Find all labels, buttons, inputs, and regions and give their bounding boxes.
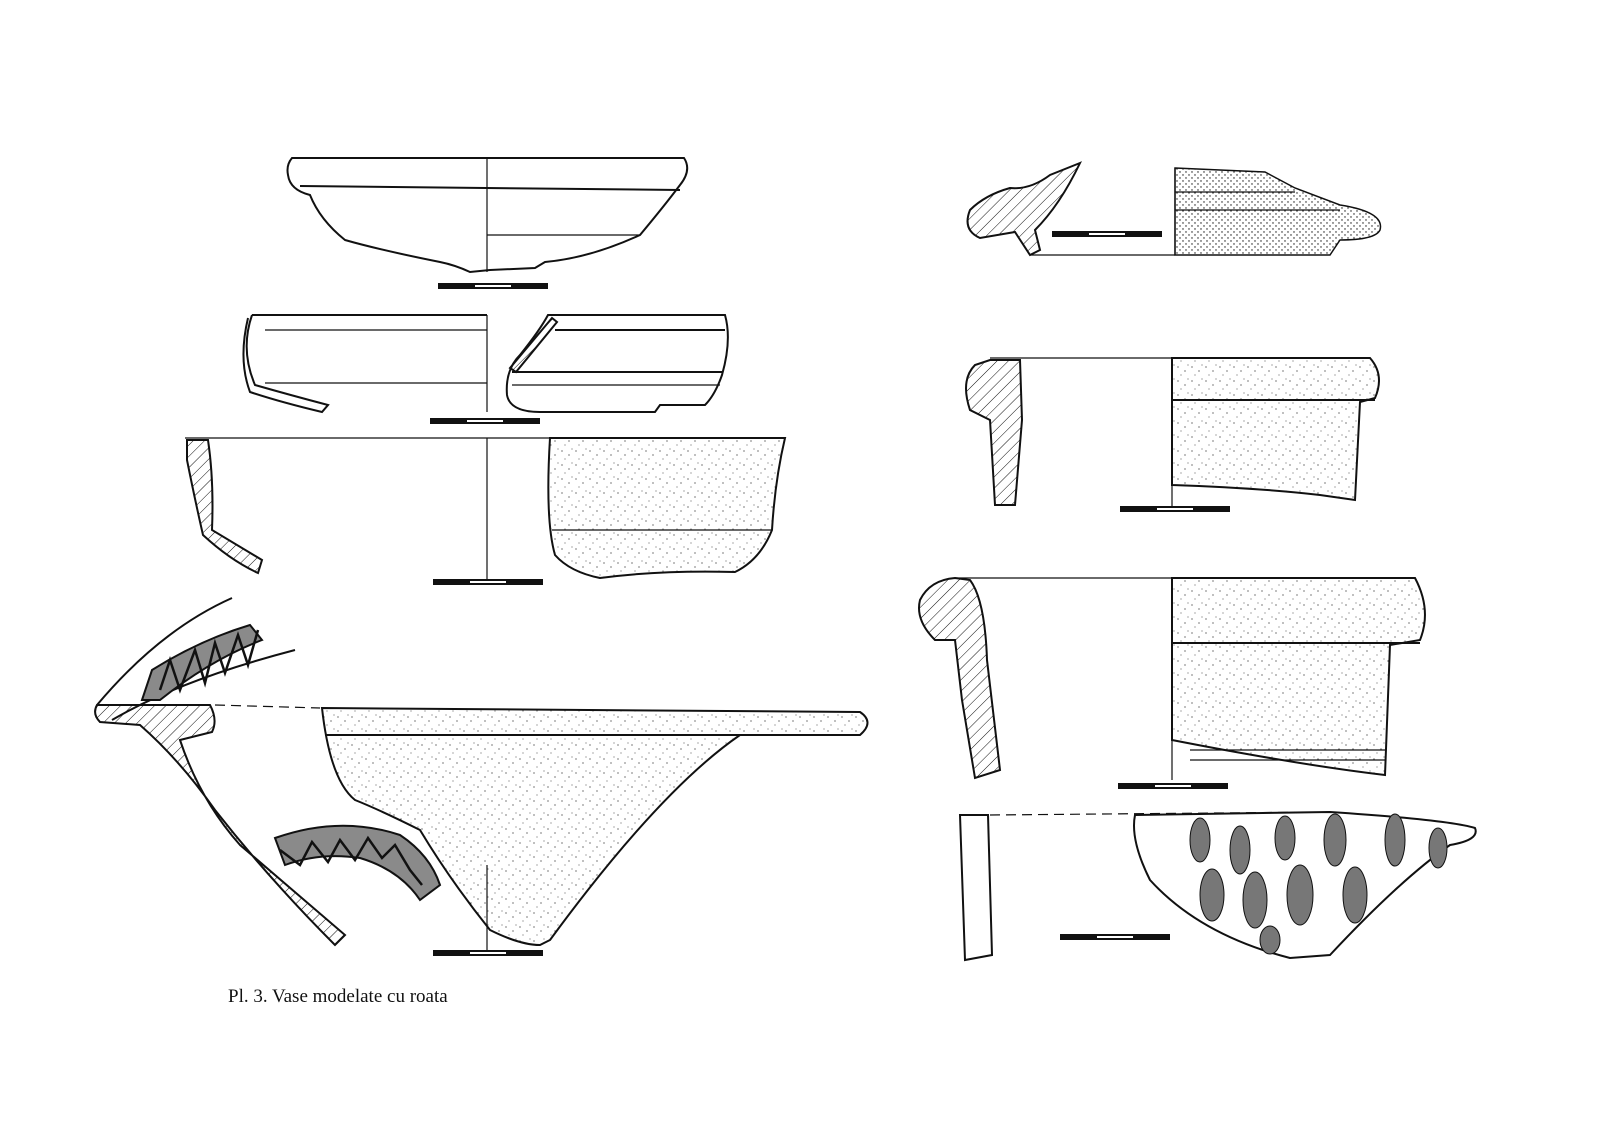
plate-caption: Pl. 3. Vase modelate cu roata [228, 986, 448, 1007]
scale-bar [433, 950, 543, 956]
vessel-8-drawing [958, 810, 1477, 962]
scale-bar [433, 579, 543, 585]
scale-bar [438, 283, 548, 289]
vessel-1-drawing [286, 157, 689, 274]
vessel-2-drawing [242, 314, 729, 414]
vessel-3-drawing [185, 437, 787, 580]
vessel-5-drawing [966, 161, 1382, 257]
vessel-4-drawing [94, 597, 869, 953]
vessel-6-drawing [965, 357, 1380, 510]
scale-bar [1118, 783, 1228, 789]
vessel-7-drawing [918, 576, 1426, 780]
scale-bars [430, 231, 1230, 956]
scale-bar [1120, 506, 1230, 512]
scale-bar [1052, 231, 1162, 237]
scale-bar [1060, 934, 1170, 940]
scale-bar [430, 418, 540, 424]
